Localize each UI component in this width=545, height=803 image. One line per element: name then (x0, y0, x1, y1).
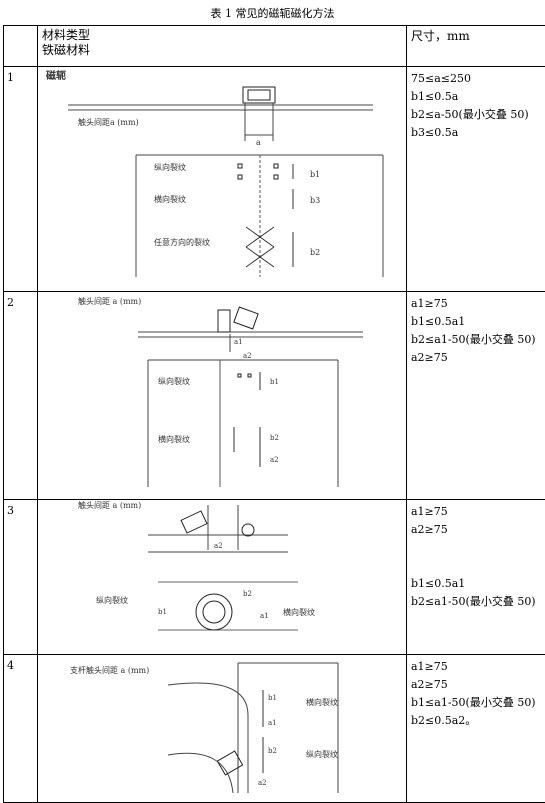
spec-line: b2≤a1-50(最小交叠 50) (411, 593, 545, 611)
size-cell: a1≥75 a2≥75 b1≤0.5a1 b2≤a1-50(最小交叠 50) (407, 500, 545, 655)
spec-line: a2≥75 (411, 676, 545, 694)
crack-any-direction: 任意方向的裂纹 (154, 237, 210, 247)
spec-line: a1≥75 (411, 658, 545, 676)
spec-line: b3≤0.5a (411, 124, 545, 142)
crack-longitudinal: 纵向裂纹 (306, 749, 338, 759)
magnetization-table: 材料类型 铁磁材料 尺寸，mm 1 磁轭 触头间距a (mm) a (3, 25, 545, 803)
crack-longitudinal: 纵向裂纹 (154, 162, 186, 172)
prod-diagram: 触头间距 a (mm) a1 a2 纵向裂纹 横向裂纹 b1 (38, 292, 406, 495)
crack-transverse: 横向裂纹 (154, 194, 186, 204)
a2-mark: a2 (258, 779, 267, 787)
b2-mark: b2 (270, 434, 279, 442)
spec-line: b1≤a1-50(最小交叠 50) (411, 694, 545, 712)
b1-mark: b1 (310, 170, 320, 179)
a1-mark: a1 (234, 338, 243, 346)
table-row: 4 支杆触头间距 a (mm) b1 a1 b2 a2 横向裂纹 纵向裂纹 (4, 655, 545, 803)
size-cell: a1≥75 b1≤0.5a1 b2≤a1-50(最小交叠 50) a2≥75 (407, 292, 545, 500)
crack-transverse: 横向裂纹 (306, 697, 338, 707)
row1-label: 磁轭 (46, 69, 66, 82)
a1-mark: a1 (268, 719, 277, 727)
b2-mark: b2 (243, 590, 252, 598)
spec-line: b2≤0.5a2。 (411, 712, 545, 730)
row-number: 2 (4, 292, 38, 500)
spec-line: b1≤0.5a1 (411, 575, 545, 593)
crack-transverse: 横向裂纹 (158, 434, 190, 444)
table-row: 2 触头间距 a (mm) a1 a2 纵向裂纹 横向裂纹 b1 (4, 292, 545, 500)
spec-line: b1≤0.5a (411, 88, 545, 106)
a2-mark: a2 (243, 352, 252, 360)
figure-cell: 支杆触头间距 a (mm) b1 a1 b2 a2 横向裂纹 纵向裂纹 (38, 655, 407, 803)
b1-mark: b1 (268, 694, 277, 702)
spec-line: b2≤a1-50(最小交叠 50) (411, 331, 545, 349)
row-number: 1 (4, 67, 38, 292)
table-row: 3 触头间距 a (mm) a2 纵向裂纹 横向裂纹 b1 b2 a1 (4, 500, 545, 655)
crack-longitudinal: 纵向裂纹 (158, 376, 190, 386)
figure-label: 触头间距a (mm) (78, 117, 139, 127)
a-mark: a (256, 138, 261, 147)
table-row: 1 磁轭 触头间距a (mm) a 纵向裂纹 (4, 67, 545, 292)
weld-prod-diagram: 支杆触头间距 a (mm) b1 a1 b2 a2 横向裂纹 纵向裂纹 (38, 655, 406, 798)
spec-line (411, 557, 545, 575)
row-number: 4 (4, 655, 38, 803)
a2-side-mark: a2 (270, 456, 279, 464)
header-cell-material: 材料类型 铁磁材料 (38, 26, 407, 67)
spec-line: a2≥75 (411, 349, 545, 367)
ring-prod-diagram: 触头间距 a (mm) a2 纵向裂纹 横向裂纹 b1 b2 a1 (38, 500, 406, 650)
spec-line: b2≤a-50(最小交叠 50) (411, 106, 545, 124)
b2-mark: b2 (268, 747, 277, 755)
crack-transverse: 横向裂纹 (283, 607, 315, 617)
row-number: 3 (4, 500, 38, 655)
b1-mark: b1 (158, 608, 167, 616)
figure-cell: 触头间距 a (mm) a2 纵向裂纹 横向裂纹 b1 b2 a1 (38, 500, 407, 655)
header-size: 尺寸，mm (411, 29, 545, 44)
spec-line: a1≥75 (411, 503, 545, 521)
table-title: 表 1 常见的磁轭磁化方法 (0, 5, 545, 21)
size-cell: a1≥75 a2≥75 b1≤a1-50(最小交叠 50) b2≤0.5a2。 (407, 655, 545, 803)
figure-cell: 磁轭 触头间距a (mm) a 纵向裂纹 横向裂纹 任意方向的裂纹 (38, 67, 407, 292)
header-cell-size: 尺寸，mm (407, 26, 545, 67)
spec-line: 75≤a≤250 (411, 70, 545, 88)
table-header-row: 材料类型 铁磁材料 尺寸，mm (4, 26, 545, 67)
spec-line: b1≤0.5a1 (411, 313, 545, 331)
figure-cell: 触头间距 a (mm) a1 a2 纵向裂纹 横向裂纹 b1 (38, 292, 407, 500)
spec-line (411, 539, 545, 557)
a1-mark: a1 (260, 612, 269, 620)
size-cell: 75≤a≤250 b1≤0.5a b2≤a-50(最小交叠 50) b3≤0.5… (407, 67, 545, 292)
crack-longitudinal: 纵向裂纹 (96, 595, 128, 605)
header-cell-index (4, 26, 38, 67)
figure-label: 支杆触头间距 a (mm) (70, 665, 149, 675)
spec-line: a2≥75 (411, 521, 545, 539)
b1-mark: b1 (270, 378, 279, 386)
figure-label: 触头间距 a (mm) (78, 296, 141, 306)
figure-label: 触头间距 a (mm) (78, 500, 141, 510)
b2-mark: b2 (310, 248, 320, 257)
header-material-name: 铁磁材料 (42, 43, 402, 58)
b3-mark: b3 (310, 196, 320, 205)
header-material-type: 材料类型 (42, 28, 402, 43)
yoke-diagram: 磁轭 触头间距a (mm) a 纵向裂纹 横向裂纹 任意方向的裂纹 (38, 67, 406, 287)
a2-mark: a2 (214, 542, 223, 550)
spec-line: a1≥75 (411, 295, 545, 313)
